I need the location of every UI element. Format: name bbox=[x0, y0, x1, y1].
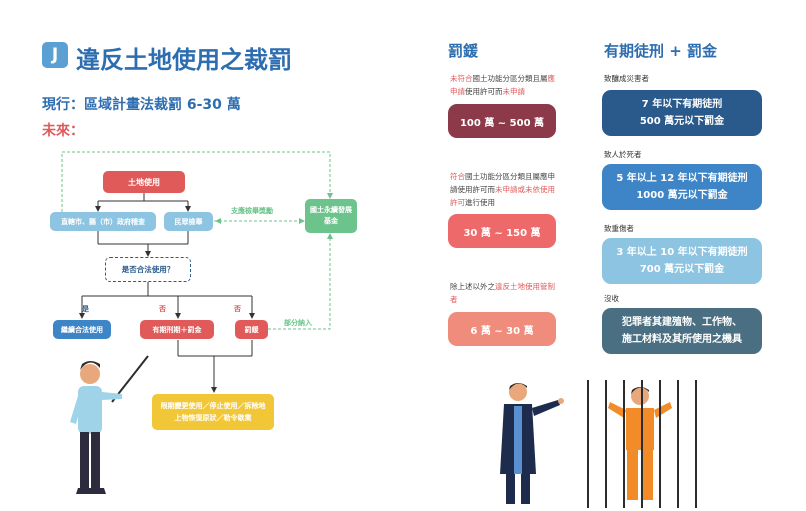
fine-desc-3: 除上述以外之違反土地使用管制者 bbox=[450, 280, 562, 306]
prison-box-4-line1: 犯罪者其建殖物、工作物、 bbox=[622, 317, 742, 328]
current-penalty: 現行：區域計畫法裁罰 6-30 萬 bbox=[42, 97, 241, 113]
node-fine: 罰鍰 bbox=[235, 320, 268, 339]
future-label: 未來： bbox=[42, 123, 84, 139]
section-badge: J bbox=[42, 42, 68, 68]
fine-desc-1-red1: 未符合 bbox=[450, 74, 473, 83]
prison-title: 有期徒刑 + 罰金 bbox=[604, 42, 718, 60]
page-title: 違反土地使用之裁罰 bbox=[76, 46, 292, 74]
prison-box-3-line1: 3 年以上 10 年以下有期徒刑 bbox=[616, 247, 748, 258]
prison-box-3-line2: 700 萬元以下罰金 bbox=[639, 264, 725, 275]
label-yes: 是 bbox=[82, 305, 89, 313]
prison-box-2-line2: 1000 萬元以下罰金 bbox=[636, 190, 728, 201]
fine-amount-1: 100 萬 ~ 500 萬 bbox=[448, 104, 556, 138]
fine-amount-2: 30 萬 ~ 150 萬 bbox=[448, 214, 556, 248]
fine-desc-1-mid: 國土功能分區分類且屬 bbox=[472, 74, 548, 83]
label-partial-income: 部分納入 bbox=[284, 319, 312, 327]
node-remedy-actions: 限期變更使用／停止使用／拆除地上物恢復原狀／勒令歇業 bbox=[152, 394, 274, 430]
label-support-reward: 支應檢舉獎勵 bbox=[231, 207, 273, 215]
fine-desc-3-red1: 違反土地使用管制者 bbox=[450, 282, 555, 304]
label-no-1: 否 bbox=[159, 305, 166, 313]
crime-label-1: 致釀成災害者 bbox=[604, 74, 649, 83]
prisoner-illustration bbox=[587, 380, 697, 508]
judge-illustration bbox=[500, 383, 564, 504]
node-prison-fine: 有期刑期＋罰金 bbox=[140, 320, 214, 339]
prison-box-1-line1: 7 年以下有期徒刑 bbox=[641, 99, 723, 110]
prison-box-4: 犯罪者其建殖物、工作物、 施工材料及其所使用之機具 bbox=[602, 308, 762, 354]
fine-desc-1: 未符合國土功能分區分類且屬應申請使用許可而未申請 bbox=[450, 72, 560, 98]
fine-desc-2-mid: 國土功能分區分類且屬應申請使用許可而 bbox=[450, 172, 555, 194]
fine-desc-2-mid2: 進行使用 bbox=[465, 198, 495, 207]
prison-box-2-line1: 5 年以上 12 年以下有期徒刑 bbox=[616, 173, 748, 184]
fine-desc-1-red2: 應申請 bbox=[450, 74, 555, 96]
prison-box-1: 7 年以下有期徒刑 500 萬元以下罰金 bbox=[602, 90, 762, 136]
crime-label-3: 致重傷者 bbox=[604, 224, 634, 233]
label-no-2: 否 bbox=[234, 305, 241, 313]
crime-label-2: 致人於死者 bbox=[604, 150, 642, 159]
node-legal-question: 是否合法使用？ bbox=[105, 257, 191, 282]
teacher-illustration bbox=[70, 355, 149, 494]
fine-desc-3-pre: 除上述以外之 bbox=[450, 282, 495, 291]
node-continue-legal-use: 繼續合法使用 bbox=[53, 320, 111, 339]
node-agency-inspection: 直轄市、縣（市）政府稽查 bbox=[50, 212, 156, 231]
prison-box-4-line2: 施工材料及其所使用之機具 bbox=[622, 334, 742, 345]
fine-desc-2: 符合國土功能分區分類且屬應申請使用許可而未申請或未依使用許可進行使用 bbox=[450, 170, 562, 209]
node-public-report: 民眾檢舉 bbox=[164, 212, 213, 231]
fine-desc-2-red2: 未申請或未依使用許可 bbox=[450, 185, 555, 207]
prison-box-3: 3 年以上 10 年以下有期徒刑 700 萬元以下罰金 bbox=[602, 238, 762, 284]
node-sustainable-fund: 國土永續發展基金 bbox=[305, 199, 357, 233]
prison-box-2: 5 年以上 12 年以下有期徒刑 1000 萬元以下罰金 bbox=[602, 164, 762, 210]
fine-amount-3: 6 萬 ~ 30 萬 bbox=[448, 312, 556, 346]
fine-desc-1-mid2: 使用許可而 bbox=[465, 87, 503, 96]
prison-box-1-line2: 500 萬元以下罰金 bbox=[639, 116, 725, 127]
node-land-use: 土地使用 bbox=[103, 171, 185, 193]
fines-title: 罰鍰 bbox=[448, 42, 479, 60]
fine-desc-2-red1: 符合 bbox=[450, 172, 465, 181]
fine-desc-1-red3: 未申請 bbox=[502, 87, 526, 96]
crime-label-4: 沒收 bbox=[604, 294, 619, 303]
